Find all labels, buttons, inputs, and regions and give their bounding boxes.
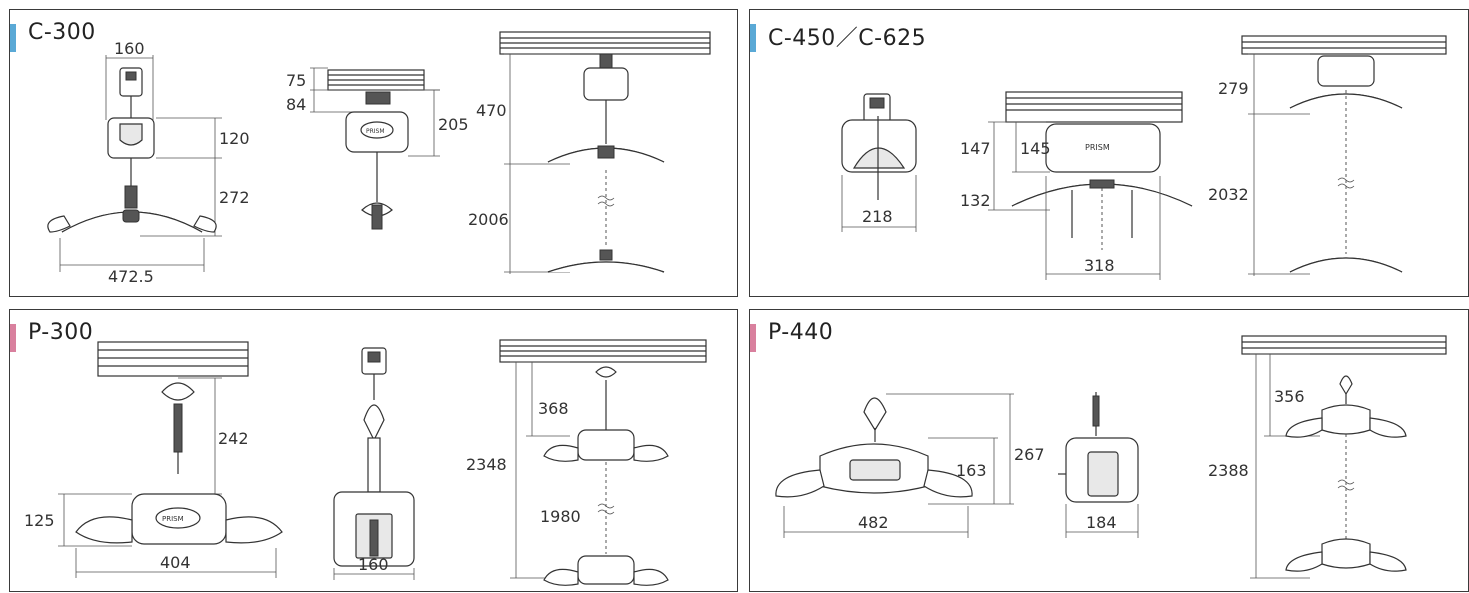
c450-side-view: PRISM 147 145 132 318 [960,91,1193,280]
title-accent-bar [750,24,756,52]
p440-side-view: 184 [1058,392,1139,538]
dim-upper: 279 [1218,79,1249,98]
p300-side-view: 160 [333,347,415,580]
dim-outer: 267 [1014,445,1045,464]
brand-logo: PRISM [366,128,385,135]
c300-side-view: 75 84 PRISM 205 [286,67,469,230]
dim-width-side: 318 [1084,256,1115,275]
dim-width-front: 218 [862,207,893,226]
dim-h3: 132 [960,191,991,210]
panel-title: P-300 [28,320,94,345]
dim-side-total: 205 [438,115,469,134]
p300-track-view: 2348 368 1980 [466,339,707,586]
p440-drawing: 267 163 482 184 2388 [775,335,1447,579]
dim-upper: 356 [1274,387,1305,406]
dim-body: 120 [219,129,250,148]
panel-title: C-450／C-625 [768,26,927,51]
dim-body: 163 [956,461,987,480]
p300-drawing: 242 PRISM 125 404 1 [24,339,707,586]
title-accent-bar [10,24,16,52]
dim-lower: 2032 [1208,185,1249,204]
dim-side-width: 184 [1086,513,1117,532]
dim-hanger: 272 [219,188,250,207]
dim-top-width: 160 [114,39,145,58]
brand-logo: PRISM [162,515,184,523]
title-accent-bar [10,324,16,352]
c450-front-view: 218 [841,93,917,232]
dim-hanger: 242 [218,429,249,448]
dim-rail-b: 84 [286,95,306,114]
dim-side-width: 160 [358,555,389,574]
dim-upper: 470 [476,101,507,120]
brand-logo: PRISM [1085,143,1110,152]
dim-bar-width: 472.5 [108,267,154,286]
panel-c300: C-300 160 120 272 [9,9,738,297]
title-accent-bar [750,324,756,352]
dim-lower: 1980 [540,507,581,526]
panel-title: P-440 [768,320,834,345]
c450-drawing: 218 PRISM 147 145 132 318 [841,35,1447,280]
panel-p440: P-440 267 163 482 [749,309,1469,592]
dim-width: 482 [858,513,889,532]
c300-track-view: 470 2006 [468,31,711,274]
panel-title: C-300 [28,20,96,45]
dim-total: 2348 [466,455,507,474]
panel-p300: P-300 242 PRISM 125 404 [9,309,738,592]
dim-body: 125 [24,511,55,530]
dim-h1: 147 [960,139,991,158]
p440-track-view: 2388 356 [1208,335,1447,579]
c450-track-view: 279 2032 [1208,35,1447,276]
dim-total: 2388 [1208,461,1249,480]
dim-upper: 368 [538,399,569,418]
c300-front-view: 160 120 272 472.5 [47,39,250,286]
dim-rail-a: 75 [286,71,306,90]
p300-front-view: 242 PRISM 125 404 [24,341,283,578]
panel-c450: C-450／C-625 218 PRISM 147 145 [749,9,1469,297]
dim-width: 404 [160,553,191,572]
p440-front-view: 267 163 482 [775,393,1045,538]
dim-lower: 2006 [468,210,509,229]
dim-h2: 145 [1020,139,1051,158]
c300-drawing: 160 120 272 472.5 [47,31,711,286]
